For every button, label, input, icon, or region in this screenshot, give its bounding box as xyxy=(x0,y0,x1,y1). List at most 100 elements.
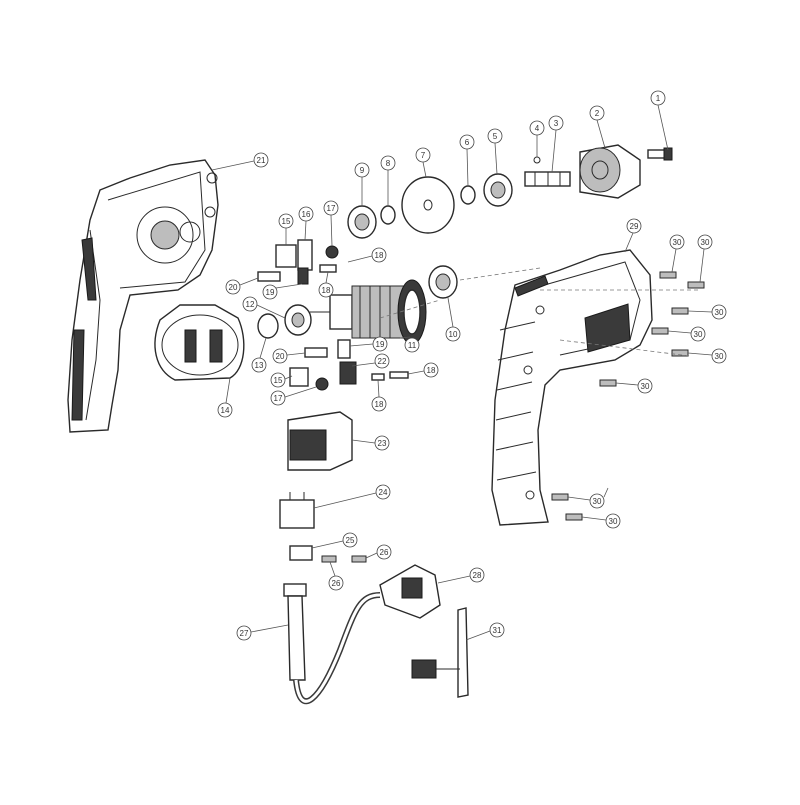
callout-22: 22 xyxy=(351,353,390,369)
callout-13: 13 xyxy=(251,337,267,373)
callout-label: 21 xyxy=(257,156,266,165)
callout-label: 3 xyxy=(554,119,559,128)
callout-label: 30 xyxy=(673,238,682,247)
callout-label: 16 xyxy=(302,210,311,219)
callout-label: 23 xyxy=(378,439,387,448)
callout-30f: 30 xyxy=(615,378,653,394)
drill-chuck xyxy=(579,144,641,199)
bearing-5 xyxy=(483,173,513,207)
callout-label: 17 xyxy=(274,394,283,403)
callout-30h: 30 xyxy=(581,513,621,529)
callout-label: 30 xyxy=(641,382,650,391)
callout-label: 12 xyxy=(246,300,255,309)
callout-label: 20 xyxy=(229,283,238,292)
bearing-9 xyxy=(347,205,377,239)
callout-label: 30 xyxy=(715,308,724,317)
callout-label: 8 xyxy=(386,159,391,168)
callout-29: 29 xyxy=(624,218,642,253)
callout-19a: 19 xyxy=(262,283,303,300)
callout-label: 19 xyxy=(266,288,275,297)
callout-label: 13 xyxy=(255,361,264,370)
power-cord xyxy=(283,564,441,705)
brush-holder-upper xyxy=(257,239,339,285)
callout-label: 28 xyxy=(473,571,482,580)
callout-27: 27 xyxy=(236,624,289,641)
spindle xyxy=(524,171,571,187)
chuck-screw xyxy=(647,147,673,161)
callout-12: 12 xyxy=(242,296,286,319)
callout-label: 7 xyxy=(421,151,426,160)
callout-label: 30 xyxy=(593,497,602,506)
callout-label: 14 xyxy=(221,406,230,415)
trigger-switch xyxy=(287,411,353,471)
callout-30a: 30 xyxy=(669,234,685,273)
callout-28: 28 xyxy=(437,567,485,584)
callout-label: 20 xyxy=(276,352,285,361)
callout-23: 23 xyxy=(351,435,390,451)
callout-21: 21 xyxy=(211,152,269,171)
callout-label: 30 xyxy=(694,330,703,339)
callout-3: 3 xyxy=(548,115,564,173)
callout-15a: 15 xyxy=(278,213,294,245)
callout-17b: 17 xyxy=(270,386,317,406)
callout-19b: 19 xyxy=(349,336,388,352)
callout-label: 15 xyxy=(282,217,291,226)
callout-1: 1 xyxy=(650,90,669,151)
callout-label: 18 xyxy=(375,251,384,260)
housing-left-half xyxy=(67,159,219,433)
callout-label: 10 xyxy=(449,330,458,339)
callout-label: 18 xyxy=(427,366,436,375)
callout-7: 7 xyxy=(415,147,431,178)
callout-24: 24 xyxy=(313,484,391,509)
callout-5: 5 xyxy=(487,128,503,175)
callout-30e: 30 xyxy=(687,348,727,364)
callout-20a: 20 xyxy=(225,277,259,295)
washer-6 xyxy=(460,185,476,205)
washer-8 xyxy=(380,205,396,225)
callout-label: 2 xyxy=(595,109,600,118)
bearing-12 xyxy=(284,304,312,336)
washer-13 xyxy=(257,313,279,339)
callout-6: 6 xyxy=(459,134,475,187)
callout-30g: 30 xyxy=(567,493,605,509)
callout-30c: 30 xyxy=(687,304,727,320)
callout-11: 11 xyxy=(399,336,420,353)
callout-18b: 18 xyxy=(318,271,334,298)
callout-30b: 30 xyxy=(697,234,713,283)
callout-9: 9 xyxy=(354,162,370,206)
assembly-lines xyxy=(379,267,700,357)
callout-20b: 20 xyxy=(272,348,306,364)
bearing-10 xyxy=(428,265,458,299)
callout-label: 30 xyxy=(701,238,710,247)
armature xyxy=(310,279,427,345)
callout-26a: 26 xyxy=(328,561,344,591)
callout-label: 1 xyxy=(656,94,661,103)
gear xyxy=(401,176,455,234)
callout-label: 27 xyxy=(240,629,249,638)
callout-label: 31 xyxy=(493,626,502,635)
capacitor xyxy=(279,492,315,529)
callout-2: 2 xyxy=(589,105,606,149)
callout-4: 4 xyxy=(529,120,545,157)
callout-18d: 18 xyxy=(371,379,387,412)
callout-label: 5 xyxy=(493,132,498,141)
callout-label: 11 xyxy=(408,341,417,350)
callout-label: 9 xyxy=(360,166,365,175)
callout-label: 6 xyxy=(465,138,470,147)
callout-10: 10 xyxy=(445,297,461,342)
callout-label: 18 xyxy=(322,286,331,295)
pin-4 xyxy=(533,156,541,164)
callout-label: 26 xyxy=(380,548,389,557)
callout-18a: 18 xyxy=(347,247,387,263)
callout-18c: 18 xyxy=(407,362,439,378)
brush-holder-lower xyxy=(289,339,409,391)
callout-label: 25 xyxy=(346,536,355,545)
housing-right-half xyxy=(491,249,653,526)
screws-30 xyxy=(551,271,705,521)
callout-label: 18 xyxy=(375,400,384,409)
callout-25: 25 xyxy=(311,532,358,549)
chuck-key xyxy=(411,607,469,698)
callout-8: 8 xyxy=(380,155,396,206)
callout-label: 29 xyxy=(630,222,639,231)
